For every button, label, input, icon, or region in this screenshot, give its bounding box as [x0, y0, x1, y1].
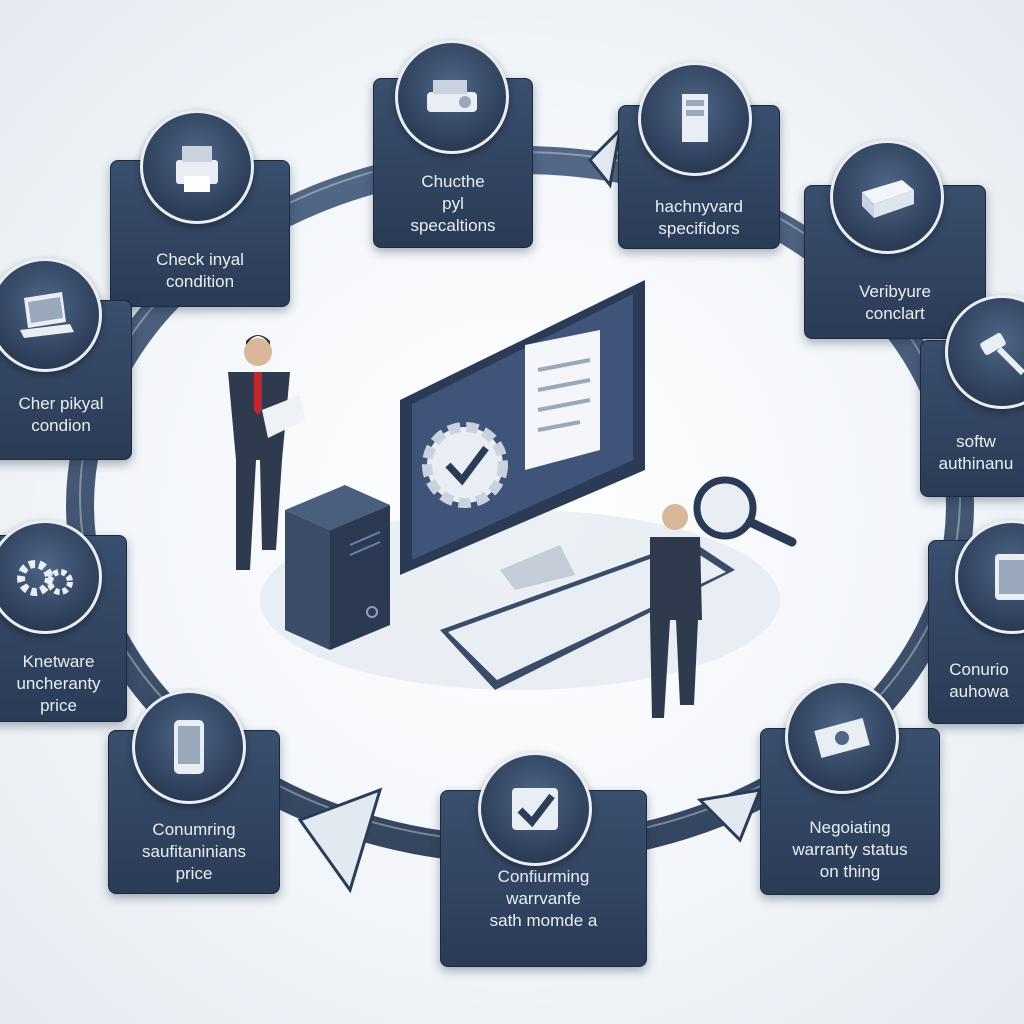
- step-label: Confiurming warrvanfe sath momde a: [441, 866, 646, 932]
- laptop-icon: [0, 258, 102, 372]
- step-label-line: warranty status: [792, 840, 908, 859]
- printer-icon: [140, 110, 254, 224]
- step-label: hachnyvard specifidors: [619, 196, 779, 240]
- step-label-line: price: [40, 696, 77, 715]
- cycle-arrowhead-left: [297, 787, 383, 894]
- step-label: Veribyure conclart: [805, 281, 985, 325]
- magnifier-icon: [693, 476, 797, 547]
- server-tower-icon: [638, 62, 752, 176]
- step-label: Chucthe pyl specaltions: [374, 171, 532, 237]
- step-label-line: sath momde a: [489, 911, 598, 930]
- step-label-line: Negoiating: [809, 818, 891, 837]
- step-label-line: Check inyal: [156, 250, 244, 269]
- cycle-arrowhead-right: [696, 788, 763, 843]
- step-label-line: conclart: [865, 304, 925, 323]
- step-label-line: uncheranty: [16, 674, 101, 693]
- step-label: softw authinanu: [921, 431, 1024, 475]
- step-label-line: authinanu: [938, 454, 1014, 473]
- step-label: Conurio auhowa: [929, 659, 1024, 703]
- technician-icon: [650, 504, 702, 718]
- cycle-arrowhead-top: [587, 125, 623, 189]
- step-label-line: price: [175, 864, 213, 883]
- step-label-line: condition: [165, 272, 235, 291]
- step-label-line: Confiurming: [497, 867, 590, 886]
- step-label-line: auhowa: [949, 682, 1009, 701]
- step-label-line: pyl: [442, 194, 464, 213]
- gears-icon: [0, 520, 102, 634]
- businessman-icon: [228, 335, 305, 570]
- step-label-line: Cher pikyal: [18, 394, 104, 413]
- step-label-line: Conurio: [949, 660, 1009, 679]
- step-label-line: condion: [31, 416, 91, 435]
- step-label-line: softw: [956, 432, 996, 451]
- hardware-box-icon: [830, 140, 944, 254]
- step-label-line: Conumring: [152, 820, 236, 839]
- step-label-line: specaltions: [410, 216, 496, 235]
- step-label-line: Chucthe: [421, 172, 485, 191]
- monitor-icon: [400, 280, 645, 590]
- step-label: Check inyal condition: [111, 249, 289, 293]
- step-label: Negoiating warranty status on thing: [761, 817, 939, 883]
- step-label-line: on thing: [819, 862, 881, 881]
- step-label-line: Veribyure: [859, 282, 931, 301]
- step-label-line: warrvanfe: [506, 889, 581, 908]
- smartphone-icon: [132, 690, 246, 804]
- step-label: Knetware uncheranty price: [0, 651, 126, 717]
- step-label-line: hachnyvard: [655, 197, 743, 216]
- step-label-line: saufitaninians: [142, 842, 246, 861]
- cash-icon: [785, 680, 899, 794]
- pc-tower-icon: [285, 485, 390, 650]
- step-label-line: Knetware: [22, 652, 95, 671]
- step-label-line: specifidors: [658, 219, 740, 238]
- projector-icon: [395, 40, 509, 154]
- checkmark-icon: [478, 752, 592, 866]
- step-label: Conumring saufitaninians price: [109, 819, 279, 885]
- step-label: Cher pikyal condion: [0, 393, 131, 437]
